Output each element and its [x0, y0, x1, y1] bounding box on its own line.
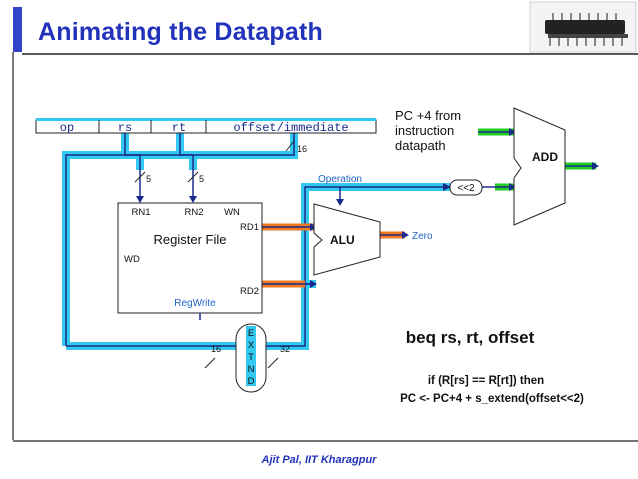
rn2-width: 5	[199, 174, 204, 184]
alu-label: ALU	[330, 233, 355, 247]
extend-letter-t: T	[248, 352, 254, 363]
bus-width-marks	[134, 140, 295, 369]
shift-in-arrowhead	[443, 183, 451, 191]
extend-letter-d: D	[248, 376, 255, 387]
zero-label: Zero	[412, 231, 433, 242]
pc-label-line-3: datapath	[395, 138, 446, 153]
pc-label-line-2: instruction	[395, 123, 454, 138]
wd-label: WD	[124, 254, 140, 265]
imm-width: 16	[297, 144, 307, 154]
rd2-label: RD2	[240, 286, 259, 297]
wn-label: WN	[224, 207, 240, 218]
zero-arrowhead	[402, 231, 409, 239]
add-label: ADD	[532, 150, 558, 164]
alu: ALU	[313, 203, 381, 276]
field-offset: offset/immediate	[233, 121, 348, 135]
extend-letter-e: E	[248, 328, 254, 339]
extend-letter-n: N	[248, 364, 255, 375]
extend-out-width: 32	[280, 344, 290, 354]
extend-letter-x: X	[248, 340, 255, 351]
register-read-wires	[262, 226, 404, 285]
field-rs: rs	[118, 121, 132, 135]
slide-title: Animating the Datapath	[38, 18, 323, 46]
field-rt: rt	[172, 121, 186, 135]
annotation-line-1: if (R[rs] == R[rt]) then	[428, 375, 544, 387]
instruction-format: op rs rt offset/immediate	[35, 118, 377, 135]
sign-extend-unit: E X T N D	[235, 323, 267, 393]
rn1-width: 5	[146, 174, 151, 184]
rn2-label: RN2	[184, 207, 203, 218]
chip-icon	[529, 1, 637, 53]
extend-in-width: 16	[211, 344, 221, 354]
rn1-label: RN1	[131, 207, 150, 218]
left-accent-bar	[13, 7, 22, 52]
operation-label: Operation	[318, 174, 362, 185]
shift-label: <<2	[457, 183, 475, 194]
shift-left-2-unit: <<2	[449, 179, 483, 196]
register-file-title: Register File	[154, 232, 227, 247]
rn1-arrowhead	[136, 196, 144, 203]
annotation-line-2: PC <- PC+4 + s_extend(offset<<2)	[400, 393, 584, 405]
add-unit: ADD	[513, 107, 566, 226]
operation-arrowhead	[336, 199, 344, 206]
pc-label-line-1: PC +4 from	[395, 108, 461, 123]
rn2-arrowhead	[189, 196, 197, 203]
register-file: RN1 RN2 WN RD1 Register File WD RD2 RegW…	[117, 202, 263, 314]
rd1-label: RD1	[240, 222, 259, 233]
field-op: op	[60, 121, 74, 135]
regwrite-label: RegWrite	[174, 298, 216, 309]
slide-footer: Ajit Pal, IIT Kharagpur	[261, 454, 377, 466]
annotation-heading: beq rs, rt, offset	[406, 328, 535, 347]
